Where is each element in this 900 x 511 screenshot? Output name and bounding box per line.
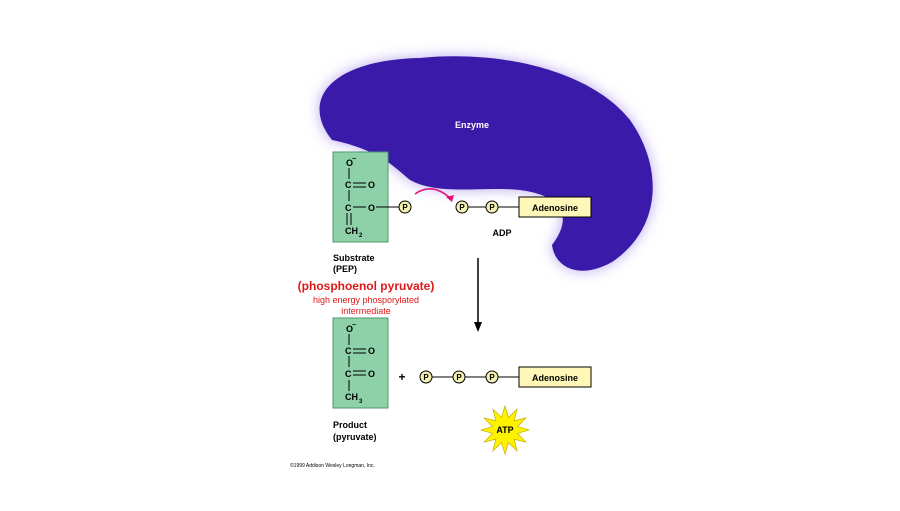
- atp-phosphate-3-symbol: P: [489, 373, 495, 382]
- product-ch3-sub: 3: [359, 399, 363, 405]
- product-o-minus: O: [346, 324, 353, 334]
- product-box: [332, 317, 389, 409]
- adp-label: ADP: [492, 228, 511, 238]
- substrate-phosphate-circle: [398, 200, 412, 214]
- atp-burst-label: ATP: [496, 425, 513, 435]
- reaction-arrow-head: [474, 322, 482, 332]
- copyright-text: ©1999 Addison Wesley Longman, Inc.: [290, 462, 375, 469]
- atp-burst: [479, 404, 531, 456]
- substrate-note-line2: intermediate: [341, 306, 391, 316]
- transfer-arrow-head: [446, 195, 454, 202]
- adp-phosphate-2-symbol: P: [489, 203, 495, 212]
- substrate-o1: O: [368, 180, 375, 190]
- substrate-minus: −: [352, 156, 356, 163]
- substrate-label: Substrate: [333, 253, 375, 263]
- substrate-box: [332, 151, 389, 243]
- substrate-note-line1: high energy phosporylated: [313, 295, 419, 305]
- adp-adenosine-box: [518, 196, 592, 218]
- adp-chain: P P Adenosine: [455, 196, 592, 218]
- adp-adenosine-label: Adenosine: [532, 203, 578, 213]
- product-label: Product: [333, 420, 367, 430]
- substrate-ch2: CH: [345, 226, 358, 236]
- atp-phosphate-1-symbol: P: [423, 373, 429, 382]
- substrate-structure: O − C O C O CH 2: [345, 156, 375, 239]
- product-o1: O: [368, 346, 375, 356]
- product-structure: O − C O C O CH 3: [345, 322, 375, 405]
- substrate-phosphate-symbol: P: [402, 203, 408, 212]
- transfer-arrow: [414, 188, 451, 199]
- product-c1: C: [345, 346, 352, 356]
- substrate-o2: O: [368, 203, 375, 213]
- substrate-pep-label: (PEP): [333, 264, 357, 274]
- product-c2: C: [345, 369, 352, 379]
- atp-chain: P P P Adenosine: [419, 366, 592, 388]
- adp-phosphate-1-symbol: P: [459, 203, 465, 212]
- substrate-full-name: (phosphoenol pyruvate): [298, 279, 435, 293]
- product-o2: O: [368, 369, 375, 379]
- enzyme-label: Enzyme: [455, 120, 489, 130]
- substrate-ch2-sub: 2: [359, 233, 363, 239]
- product-ch3: CH: [345, 392, 358, 402]
- atp-adenosine-label: Adenosine: [532, 373, 578, 383]
- product-minus: −: [352, 322, 356, 329]
- atp-phosphate-2-symbol: P: [456, 373, 462, 382]
- substrate-c1: C: [345, 180, 352, 190]
- product-pyruvate-label: (pyruvate): [333, 432, 377, 442]
- substrate-c2: C: [345, 203, 352, 213]
- plus-sign: +: [398, 370, 405, 384]
- atp-adenosine-box: [518, 366, 592, 388]
- substrate-o-minus: O: [346, 158, 353, 168]
